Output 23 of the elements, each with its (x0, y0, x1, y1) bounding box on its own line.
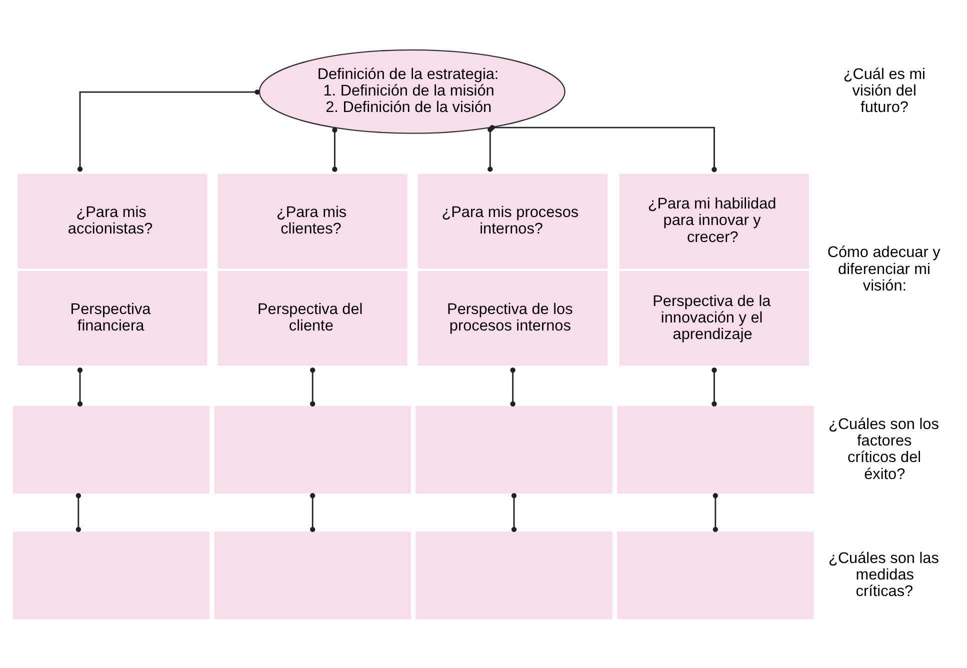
label: ¿Cuáles son los factores críticos del éxito? (828, 415, 939, 482)
node-box (416, 406, 612, 494)
connector (510, 367, 516, 406)
label: Cómo adecuar y diferenciar mi visión: (827, 244, 940, 294)
connector (77, 88, 260, 172)
label: ¿Cuáles son las medidas críticas? (828, 549, 939, 600)
node-box (12, 531, 210, 619)
node-box (617, 406, 814, 494)
node-box (416, 531, 612, 619)
node-box (214, 406, 411, 494)
connector (490, 124, 717, 172)
node-box (617, 531, 814, 619)
connector (77, 367, 83, 406)
connector (310, 367, 316, 406)
label: ¿Cuál es mi visión del futuro? (843, 66, 926, 116)
connector (310, 492, 316, 532)
connector (511, 492, 517, 532)
node-box (12, 406, 210, 494)
connector (712, 492, 718, 532)
connector (712, 367, 717, 406)
connector (76, 492, 82, 532)
node-box (214, 531, 411, 619)
connector (332, 126, 338, 172)
